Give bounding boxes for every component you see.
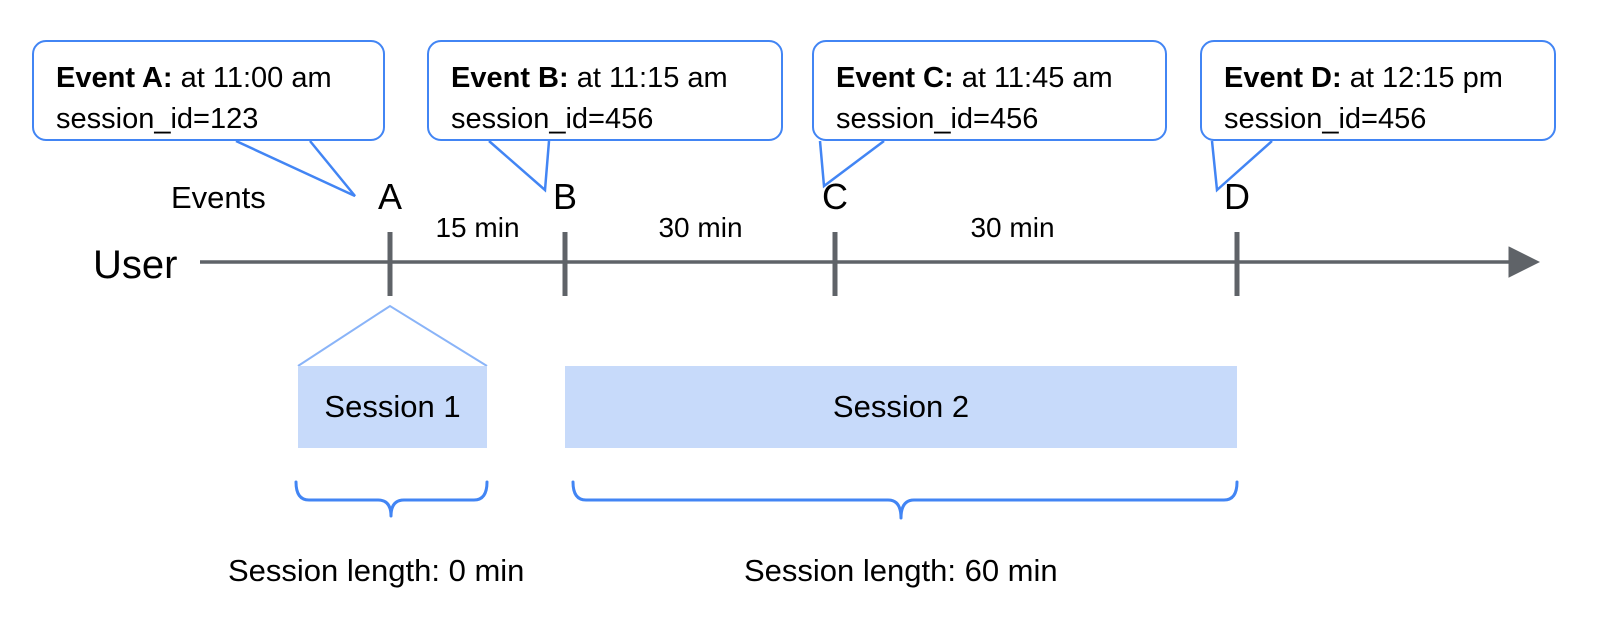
callout-event-a-line1: Event A: at 11:00 am	[56, 58, 363, 99]
callout-event-d-bold: Event D:	[1224, 62, 1342, 94]
callout-event-c-bold: Event C:	[836, 62, 954, 94]
callout-event-a-bold: Event A:	[56, 62, 173, 94]
event-point-label-d: D	[1224, 176, 1250, 217]
callout-event-c-line2: session_id=456	[836, 103, 1039, 136]
callout-event-d-rest: at 12:15 pm	[1341, 62, 1503, 94]
callout-event-d-line1: Event D: at 12:15 pm	[1224, 58, 1534, 99]
callout-event-d-line2: session_id=456	[1224, 103, 1427, 136]
callout-event-a[interactable]: Event A: at 11:00 am session_id=123	[32, 40, 385, 141]
callout-event-b-line2: session_id=456	[451, 103, 654, 136]
session-1-bar-label: Session 1	[324, 389, 461, 424]
callout-event-b-rest: at 11:15 am	[568, 62, 728, 94]
callout-event-c[interactable]: Event C: at 11:45 am session_id=456	[812, 40, 1167, 141]
callout-tail-b	[488, 140, 551, 193]
callout-event-d[interactable]: Event D: at 12:15 pm session_id=456	[1200, 40, 1556, 141]
event-point-label-c: C	[822, 176, 848, 217]
session-1-wedge	[297, 304, 488, 367]
events-row-label: Events	[171, 180, 266, 215]
gap-label-c-d: 30 min	[970, 212, 1055, 243]
callout-tail-c	[818, 140, 885, 189]
session-2-brace	[571, 480, 1239, 520]
event-point-label-b: B	[552, 176, 577, 217]
gap-label-b-c: 30 min	[658, 212, 743, 243]
callout-event-b-line1: Event B: at 11:15 am	[451, 58, 761, 99]
callout-event-b-bold: Event B:	[451, 62, 569, 94]
session-1-bar[interactable]: Session 1	[298, 366, 487, 448]
callout-event-b[interactable]: Event B: at 11:15 am session_id=456	[427, 40, 783, 141]
callout-event-a-rest: at 11:00 am	[172, 62, 332, 94]
callout-tail-a	[235, 139, 356, 198]
callout-event-a-line2: session_id=123	[56, 103, 259, 136]
session-2-bar[interactable]: Session 2	[565, 366, 1237, 448]
session-1-brace	[294, 480, 489, 518]
user-row-label: User	[93, 243, 178, 287]
session-2-bar-label: Session 2	[832, 389, 970, 424]
callout-event-c-line1: Event C: at 11:45 am	[836, 58, 1145, 99]
callout-event-c-rest: at 11:45 am	[953, 62, 1113, 94]
callout-tail-d	[1210, 140, 1273, 193]
event-point-label-a: A	[377, 176, 402, 217]
gap-label-a-b: 15 min	[435, 212, 520, 243]
session-2-length-label: Session length: 60 min	[744, 553, 1058, 588]
session-1-length-label: Session length: 0 min	[228, 553, 525, 588]
